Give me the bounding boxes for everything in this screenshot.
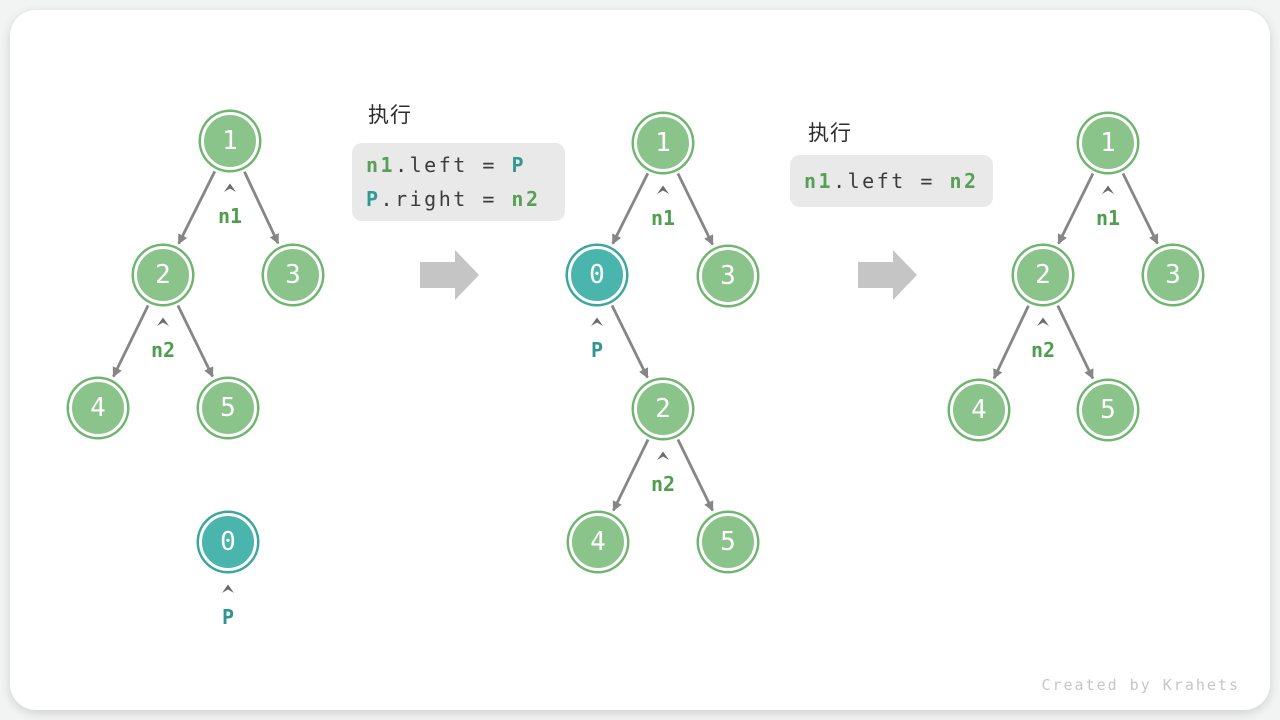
tree-before-node-4: 4 xyxy=(69,379,127,437)
tree-before-node-3: 3 xyxy=(264,246,322,304)
tree-during-node-2: 2 xyxy=(634,380,692,438)
code-token: n2 xyxy=(511,187,541,211)
tree-before-edge-2-4 xyxy=(112,304,150,378)
tree-during-edge-0-2 xyxy=(610,304,649,379)
pointer-caret-icon xyxy=(222,584,234,593)
tree-during-node-4: 4 xyxy=(569,513,627,571)
transition-arrow-icon xyxy=(420,250,479,300)
tree-before-edge-1-2 xyxy=(177,170,217,245)
tree-before-node-0: 0 xyxy=(199,513,257,571)
tree-before-pointer-P: P xyxy=(221,605,235,629)
credit-text: Created by Krahets xyxy=(1041,676,1240,694)
code-token: P xyxy=(366,187,381,211)
tree-during-pointer-n2: n2 xyxy=(650,472,676,496)
exec-label-1: 执行 xyxy=(368,103,412,127)
tree-before-node-1: 1 xyxy=(201,112,259,170)
code-line-1-0: n1.left = n2 xyxy=(804,164,979,198)
pointer-caret-icon xyxy=(1102,185,1114,194)
tree-during-edge-1-0 xyxy=(611,172,650,245)
code-token: .left xyxy=(395,153,468,177)
code-line-0-1: P.right = n2 xyxy=(366,182,551,216)
pointer-caret-icon xyxy=(591,317,603,326)
code-line-0-0: n1.left = P xyxy=(366,148,551,182)
code-token: n2 xyxy=(949,169,979,193)
tree-before-node-5: 5 xyxy=(199,379,257,437)
tree-during-edge-2-4 xyxy=(612,438,650,512)
code-token: n1 xyxy=(804,169,834,193)
pointer-caret-icon xyxy=(1037,317,1049,326)
code-token: = xyxy=(905,169,950,193)
exec-label-2: 执行 xyxy=(808,121,852,145)
pointer-caret-icon xyxy=(657,451,669,460)
tree-after-pointer-n2: n2 xyxy=(1030,338,1056,362)
tree-before-pointer-n1: n1 xyxy=(217,204,243,228)
pointer-caret-icon xyxy=(657,185,669,194)
tree-before-pointer-n2: n2 xyxy=(150,338,176,362)
tree-during-edge-2-5 xyxy=(676,438,714,512)
tree-after-pointer-n1: n1 xyxy=(1095,206,1121,230)
code-token: = xyxy=(467,153,512,177)
tree-before-edge-2-5 xyxy=(176,304,214,378)
code-token: .right xyxy=(380,187,468,211)
tree-after-edge-2-4 xyxy=(992,305,1030,380)
tree-after-node-2: 2 xyxy=(1014,246,1072,304)
tree-before-edge-1-3 xyxy=(243,171,280,245)
code-box-2: n1.left = n2 xyxy=(790,155,993,207)
tree-during-node-0: 0 xyxy=(568,246,626,304)
tree-before-node-2: 2 xyxy=(134,246,192,304)
tree-after-node-4: 4 xyxy=(950,381,1008,439)
tree-during-edge-1-3 xyxy=(676,172,714,246)
pointer-caret-icon xyxy=(157,317,169,326)
tree-after-edge-2-5 xyxy=(1056,305,1095,380)
code-token: = xyxy=(467,187,512,211)
tree-after-edge-1-2 xyxy=(1057,172,1095,245)
code-token: .left xyxy=(833,169,906,193)
code-token: n1 xyxy=(366,153,396,177)
code-token: P xyxy=(511,153,526,177)
tree-during-pointer-n1: n1 xyxy=(650,206,676,230)
pointer-caret-icon xyxy=(224,183,236,192)
tree-after-node-3: 3 xyxy=(1144,246,1202,304)
tree-after-node-1: 1 xyxy=(1079,114,1137,172)
tree-after-node-5: 5 xyxy=(1079,381,1137,439)
transition-arrow-icon xyxy=(858,250,917,300)
tree-during-node-1: 1 xyxy=(634,114,692,172)
tree-during-pointer-P: P xyxy=(590,338,604,362)
tree-during-node-5: 5 xyxy=(699,513,757,571)
tree-after-edge-1-3 xyxy=(1121,172,1159,245)
tree-during-node-3: 3 xyxy=(699,247,757,305)
